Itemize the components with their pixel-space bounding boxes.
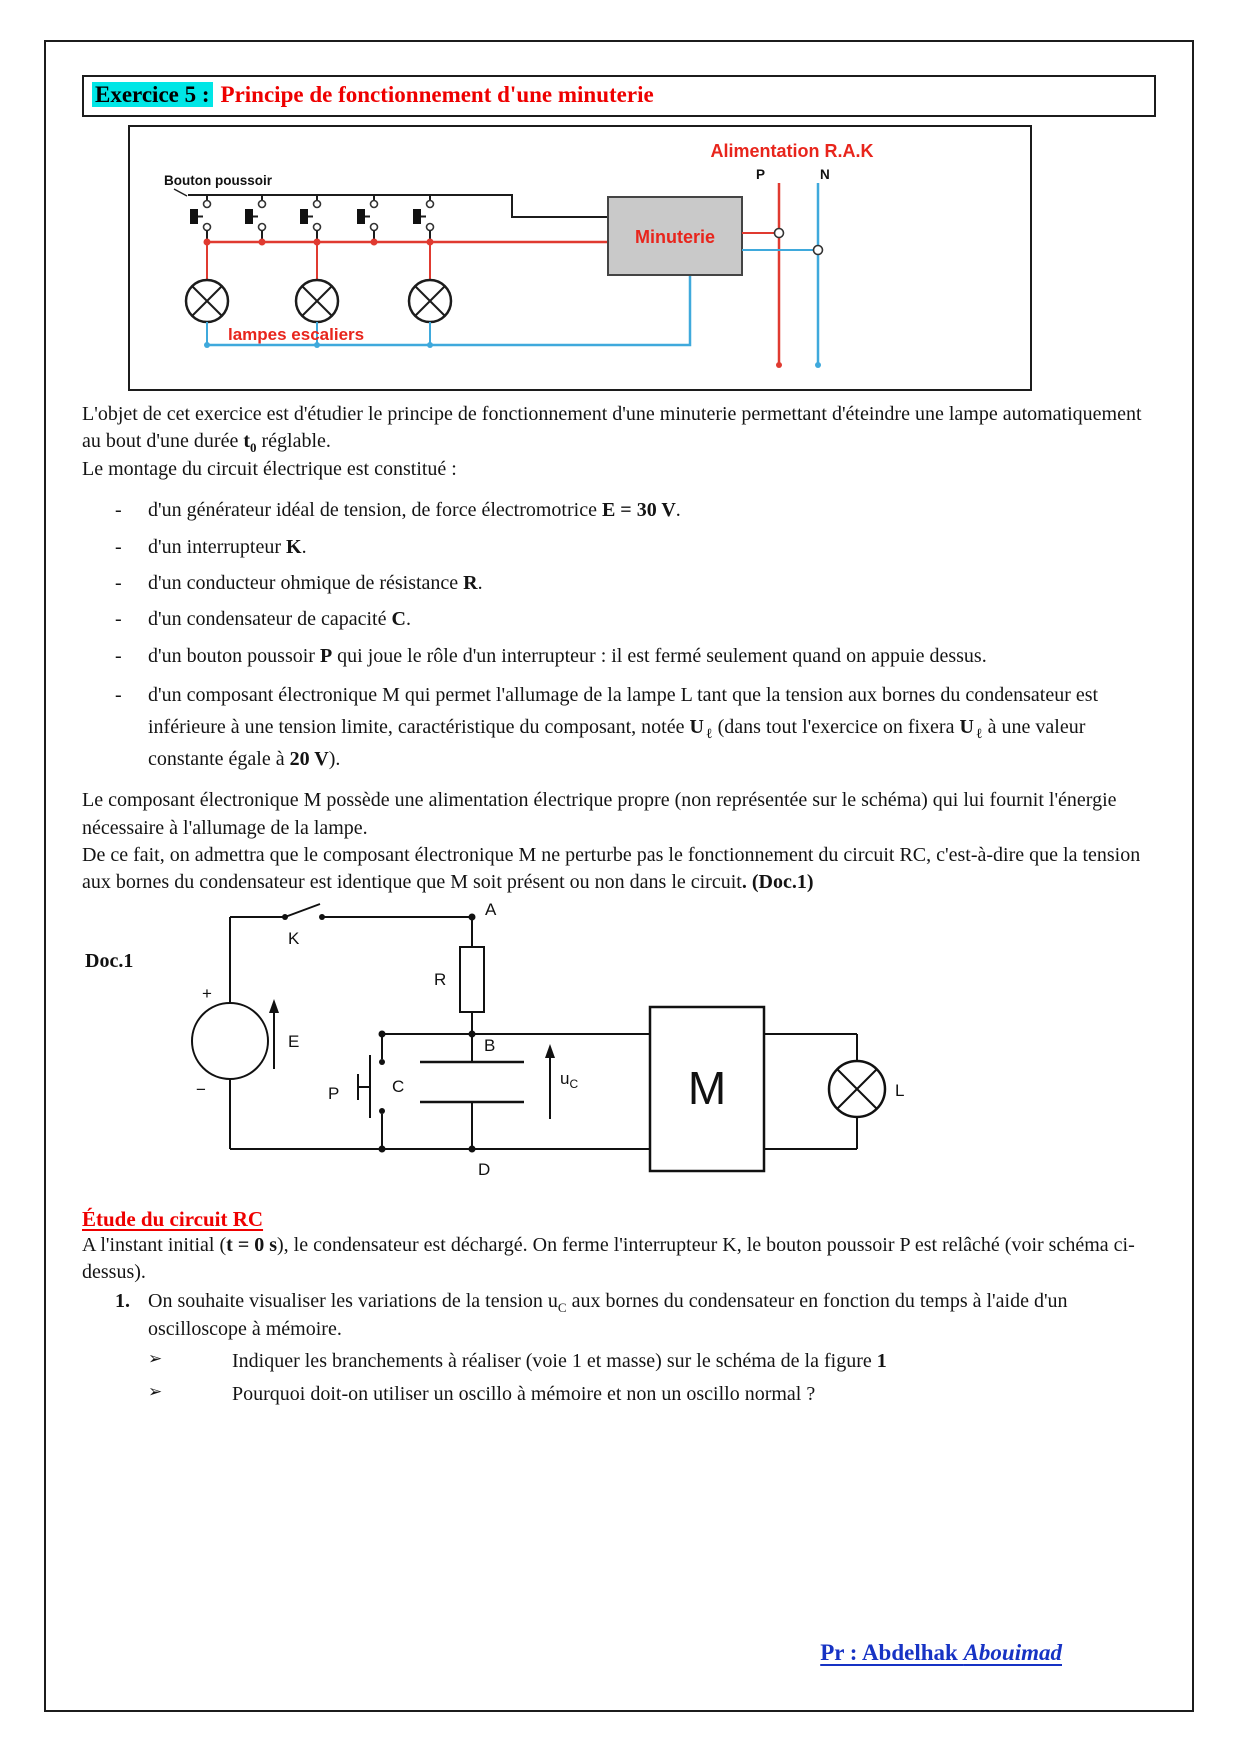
push-button-p: P: [328, 1030, 386, 1153]
bottom-wire: D: [229, 1078, 650, 1179]
stair-lamp-1: [184, 242, 230, 345]
node-b-label: B: [484, 1036, 495, 1055]
symbol-k: K: [286, 535, 302, 558]
paragraph-instant-initial: A l'instant initial (t = 0 s), le conden…: [82, 1233, 1135, 1284]
minuterie-label: Minuterie: [635, 227, 715, 247]
components-list: -d'un générateur idéal de tension, de fo…: [82, 497, 1156, 775]
paragraph-hypothese: De ce fait, on admettra que le composant…: [82, 843, 1141, 894]
value-emf: E = 30 V: [601, 499, 676, 522]
push-button-4: [357, 195, 379, 242]
author-signature: Pr : Abdelhak Abouimad: [820, 1640, 1062, 1665]
capacitor-c-label: C: [392, 1077, 404, 1096]
bouton-poussoir-arrow: [173, 188, 188, 197]
doc1-reference: . (Doc.1): [741, 871, 814, 894]
component-m-label: M: [688, 1062, 726, 1114]
push-button-p-label: P: [328, 1084, 339, 1103]
switch-k: K: [229, 902, 472, 1003]
figure-1-reference: 1: [876, 1350, 887, 1373]
list-item-resistance: -d'un conducteur ohmique de résistance R…: [115, 571, 483, 594]
neutral-return-bus: [204, 275, 692, 348]
stair-lamp-3: [407, 242, 453, 345]
node-d-label: D: [478, 1160, 490, 1179]
switch-k-label: K: [288, 929, 300, 948]
minuterie-box: Minuterie: [607, 196, 743, 276]
value-t0: t = 0 s: [226, 1233, 277, 1256]
node-a-label: A: [485, 900, 497, 919]
symbol-c: C: [391, 608, 406, 631]
minuterie-supply-connections: [742, 227, 824, 256]
node-b: B: [382, 1030, 650, 1055]
bouton-poussoir-label: Bouton poussoir: [164, 173, 273, 188]
push-button-2: [245, 195, 267, 242]
paragraph-alimentation-m: Le composant électronique M possède une …: [82, 789, 1117, 839]
minus-terminal-label: −: [196, 1080, 206, 1099]
capacitor-c: C: [392, 1033, 524, 1149]
list-item-bouton-poussoir: -d'un bouton poussoir P qui joue le rôle…: [115, 644, 987, 667]
page-frame: Exercice 5 : Principe de fonctionnement d…: [44, 40, 1194, 1712]
question-1-bullet-2: ➢ Pourquoi doit-on utiliser un oscillo à…: [148, 1381, 816, 1405]
list-item-generateur: -d'un générateur idéal de tension, de fo…: [115, 499, 681, 522]
doc1-label: Doc.1: [85, 950, 133, 972]
lamp-l-label: L: [895, 1081, 904, 1100]
emf-arrow: E: [269, 998, 299, 1069]
question-1: 1. On souhaite visualiser les variations…: [115, 1290, 1068, 1340]
arrow-bullet-icon: ➢: [148, 1349, 163, 1370]
exercise-header: Exercice 5 : Principe de fonctionnement d…: [82, 75, 1156, 117]
figure-installation-minuterie: Alimentation R.A.K P N Bouton poussoir: [128, 125, 1032, 391]
rc-circuit-diagram: Doc.1 + − E K: [85, 900, 904, 1179]
question-1-bullet-1: ➢ Indiquer les branchements à réaliser (…: [148, 1349, 887, 1373]
symbol-p: P: [319, 644, 333, 667]
list-item-composant-m: -d'un composant électronique M qui perme…: [115, 684, 1099, 771]
stair-lamp-2: [294, 242, 340, 345]
list-item-interrupteur: -d'un interrupteur K.: [115, 535, 307, 558]
list-item-condensateur: -d'un condensateur de capacité C.: [115, 608, 411, 631]
paragraph-montage: Le montage du circuit électrique est con…: [82, 457, 457, 480]
value-ul: 20 V: [289, 748, 329, 771]
push-button-5: [413, 195, 435, 242]
author-surname: Abouimad: [963, 1640, 1062, 1665]
resistor-r-label: R: [434, 970, 446, 989]
section-heading-etude-rc: Étude du circuit RC: [82, 1206, 264, 1231]
arrow-bullet-icon: ➢: [148, 1381, 163, 1402]
phase-label: P: [756, 167, 765, 182]
symbol-ul: U: [959, 716, 974, 739]
emf-label: E: [288, 1032, 299, 1051]
lamp-l: L: [764, 1032, 904, 1150]
symbol-ul: U: [689, 716, 704, 739]
switched-phase-bus: [203, 238, 608, 246]
uc-voltage-arrow: uC: [545, 1043, 578, 1119]
neutral-supply-wire: [815, 183, 821, 368]
alimentation-label: Alimentation R.A.K: [710, 141, 873, 161]
figure-doc1: Doc.1 + − E K: [82, 899, 1156, 1201]
paragraph-objet: L'objet de cet exercice est d'étudier le…: [82, 403, 1142, 456]
neutral-label: N: [820, 167, 830, 182]
exercise-label: Exercice 5 :: [92, 82, 213, 107]
component-m-box: M: [648, 1005, 766, 1172]
question-number: 1.: [115, 1290, 130, 1313]
symbol-r: R: [463, 571, 478, 594]
buttons-bus-wire: [188, 194, 608, 218]
plus-terminal-label: +: [202, 984, 212, 1003]
push-button-3: [300, 195, 322, 242]
uc-label: uC: [560, 1069, 578, 1091]
resistor-r: A R: [434, 900, 497, 1034]
exercise-title: Principe de fonctionnement d'une minuter…: [220, 82, 654, 107]
phase-supply-wire: [776, 183, 782, 368]
push-button-1: [190, 195, 212, 242]
lampes-escaliers-label: lampes escaliers: [228, 325, 364, 344]
minuterie-installation-diagram: Alimentation R.A.K P N Bouton poussoir: [164, 141, 874, 368]
